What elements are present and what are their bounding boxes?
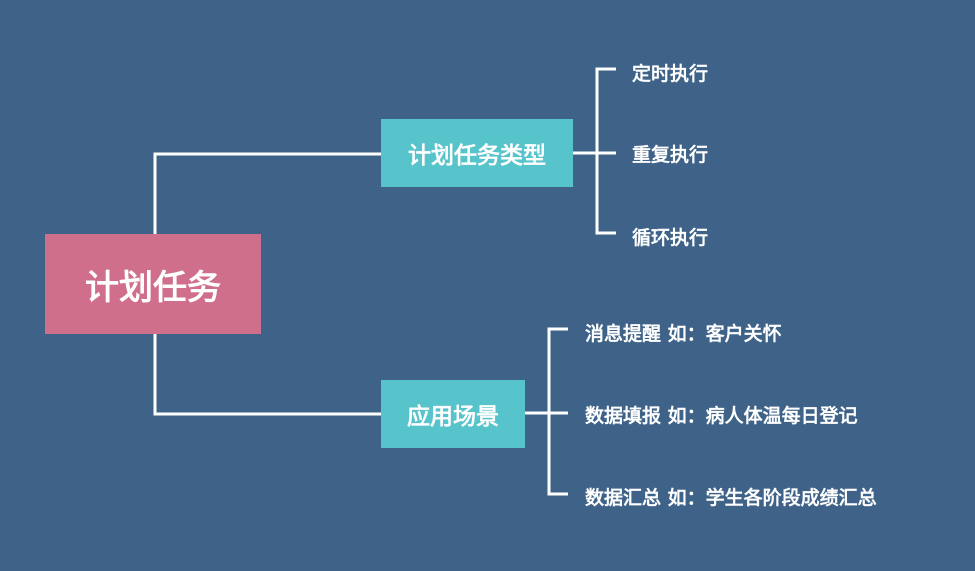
connector-root-to-scenarios xyxy=(153,334,381,416)
leaf-node-repeat: 重复执行 xyxy=(632,144,709,166)
root-node: 计划任务 xyxy=(45,234,261,334)
connector-root-to-types xyxy=(153,152,381,234)
branch-node-task-types: 计划任务类型 xyxy=(381,119,573,187)
leaf-node-loop: 循环执行 xyxy=(632,227,709,249)
root-node-label: 计划任务 xyxy=(85,267,221,308)
leaf-node-data-entry: 数据填报 如：病人体温每日登记 xyxy=(585,405,858,427)
leaf-node-timed: 定时执行 xyxy=(632,63,709,85)
connector-types-bracket xyxy=(595,67,616,235)
leaf-node-data-summary: 数据汇总 如：学生各阶段成绩汇总 xyxy=(585,487,877,509)
branch-node-label: 计划任务类型 xyxy=(408,143,546,169)
branch-node-label: 应用场景 xyxy=(407,404,499,430)
leaf-node-message-reminder: 消息提醒 如：客户关怀 xyxy=(585,323,782,345)
branch-node-scenarios: 应用场景 xyxy=(381,380,525,448)
